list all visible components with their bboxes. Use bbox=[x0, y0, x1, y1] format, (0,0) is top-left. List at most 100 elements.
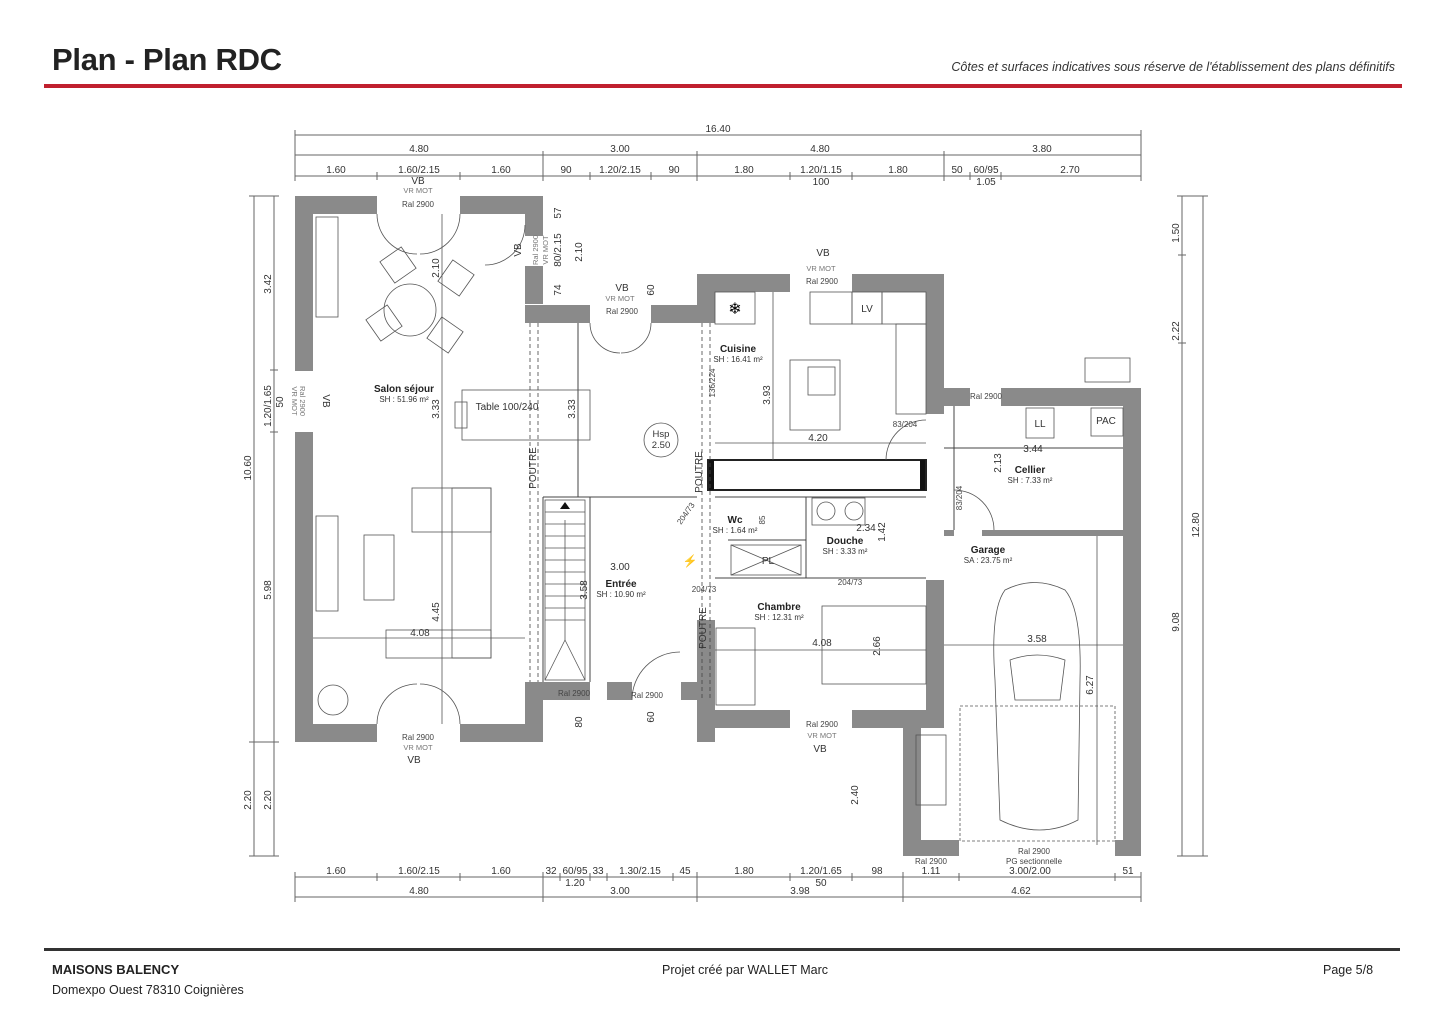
dim-left-inner: 50 bbox=[275, 396, 286, 408]
dim-salon: 4.45 bbox=[431, 602, 442, 622]
dim-top-l3: 90 bbox=[668, 165, 680, 176]
dim-garage: 6.27 bbox=[1085, 675, 1096, 695]
dim-total-width: 16.40 bbox=[705, 124, 730, 135]
dim-bottom-l1: 33 bbox=[592, 866, 604, 877]
dim-top-l3: 1.20/1.15 bbox=[800, 165, 842, 176]
ral-label: Ral 2900 bbox=[402, 200, 435, 209]
hsp-label: Hsp bbox=[653, 429, 670, 440]
dim-salon: 3.33 bbox=[567, 399, 578, 419]
room-chambre-name: Chambre bbox=[757, 602, 801, 613]
dim-top-l3: 2.70 bbox=[1060, 165, 1080, 176]
dim-57: 57 bbox=[553, 207, 564, 219]
top-dimensions bbox=[294, 130, 1142, 181]
dim-bottom-l1: 3.00/2.00 bbox=[1009, 866, 1051, 877]
dim-right-inner: 2.22 bbox=[1171, 321, 1182, 341]
electrical-panel-icon: ⚡ bbox=[683, 554, 698, 568]
dim-right-inner: 1.50 bbox=[1171, 223, 1182, 243]
room-garage-area: SA : 23.75 m² bbox=[964, 556, 1013, 565]
footer-company: MAISONS BALENCY bbox=[52, 962, 180, 977]
dining-table-label: Table 100/240 bbox=[476, 402, 539, 413]
footer-divider bbox=[44, 948, 1400, 951]
dim-chambre: 4.08 bbox=[812, 638, 832, 649]
room-salon-name: Salon séjour bbox=[374, 384, 434, 395]
dim-cuisine: 3.93 bbox=[762, 385, 773, 405]
dim-80: 80 bbox=[574, 716, 585, 728]
ral-label: Ral 2900 bbox=[631, 691, 664, 700]
dim-cuisine: 4.20 bbox=[808, 433, 828, 444]
room-garage-name: Garage bbox=[971, 545, 1006, 556]
dim-wc: 85 bbox=[758, 515, 767, 524]
window-type: VB bbox=[513, 243, 524, 257]
dim-bottom-l1: 98 bbox=[871, 866, 883, 877]
ral-label: Ral 2900 bbox=[915, 857, 948, 866]
window-type: VB bbox=[615, 283, 629, 294]
dim-left-inner: 3.42 bbox=[263, 274, 274, 294]
walls bbox=[295, 196, 1141, 856]
dim-top-l2: 4.80 bbox=[810, 144, 830, 155]
room-douche-area: SH : 3.33 m² bbox=[823, 547, 868, 556]
dim-74: 74 bbox=[553, 284, 564, 296]
footer-address: Domexpo Ouest 78310 Coignières bbox=[52, 983, 244, 997]
beam-label: POUTRE bbox=[528, 447, 539, 489]
window-type: VB bbox=[411, 176, 425, 187]
dim-garage: 3.58 bbox=[1027, 634, 1047, 645]
dim-bottom-l1: 1.80 bbox=[734, 866, 754, 877]
ceiling-height-marker bbox=[643, 422, 679, 458]
stair-arrow-icon bbox=[560, 502, 570, 509]
room-cellier-name: Cellier bbox=[1015, 465, 1046, 476]
dim-left-inner: 5.98 bbox=[263, 580, 274, 600]
ral-label: Ral 2900 bbox=[606, 307, 639, 316]
shutter-type: VR MOT bbox=[807, 731, 837, 740]
window-type: VB bbox=[407, 755, 421, 766]
dim-top-l3: 60/95 bbox=[973, 165, 998, 176]
dim-right-inner: 9.08 bbox=[1171, 612, 1182, 632]
door-cellier: 83/204 bbox=[955, 485, 964, 510]
staircase bbox=[544, 499, 586, 681]
placard-label: PL bbox=[762, 556, 775, 567]
room-entree-name: Entrée bbox=[605, 579, 637, 590]
room-wc-name: Wc bbox=[728, 515, 743, 526]
furniture bbox=[313, 213, 1131, 845]
dim-bottom-l1: 1.11 bbox=[922, 866, 941, 877]
right-dimensions bbox=[1177, 195, 1208, 857]
room-wc-area: SH : 1.64 m² bbox=[713, 526, 758, 535]
dim-bottom-l1: 1.20/1.65 bbox=[800, 866, 842, 877]
window-size: 80/2.15 bbox=[553, 233, 564, 267]
shutter-type: VR MOT bbox=[806, 264, 836, 273]
dim-salon: 4.08 bbox=[410, 628, 430, 639]
ral-label: Ral 2900 bbox=[558, 689, 591, 698]
dim-top-l3: 50 bbox=[951, 165, 963, 176]
dim-top-l2: 3.80 bbox=[1032, 144, 1052, 155]
dim-bottom-l1: 51 bbox=[1122, 866, 1134, 877]
dim-top-l2: 4.80 bbox=[409, 144, 429, 155]
dim-salon: 2.10 bbox=[431, 258, 442, 278]
garage-door-label: PG sectionnelle bbox=[1006, 857, 1063, 866]
room-salon-area: SH : 51.96 m² bbox=[379, 395, 429, 404]
door-douche: 204/73 bbox=[838, 578, 863, 587]
dim-salon: 3.33 bbox=[431, 399, 442, 419]
window-type: VB bbox=[813, 744, 827, 755]
shutter-type: VR MOT bbox=[403, 186, 433, 195]
room-cellier-area: SH : 7.33 m² bbox=[1008, 476, 1053, 485]
dim-douche: 2.34 bbox=[856, 523, 876, 534]
dim-cellier: 2.13 bbox=[993, 453, 1004, 473]
bottom-dimensions bbox=[294, 872, 1142, 902]
left-dimensions bbox=[249, 195, 279, 857]
beam-label: POUTRE bbox=[698, 607, 709, 649]
dim-bottom-l1: 1.60 bbox=[326, 866, 346, 877]
ral-label: Ral 2900 bbox=[1018, 847, 1051, 856]
cellier-ll: LL bbox=[1034, 419, 1046, 430]
ral-label: Ral 2900 bbox=[298, 386, 307, 416]
dim-top-l3: 1.80 bbox=[734, 165, 754, 176]
door-cuisine: 83/204 bbox=[893, 420, 918, 429]
dim-bottom-l1: 60/95 bbox=[562, 866, 587, 877]
dim-60: 60 bbox=[646, 284, 657, 296]
page-number: Page 5/8 bbox=[1323, 963, 1374, 977]
room-cuisine-name: Cuisine bbox=[720, 344, 757, 355]
dim-douche: 1.42 bbox=[877, 522, 888, 542]
ral-label: Ral 2900 bbox=[806, 720, 839, 729]
door-cuisine-2: 136/224 bbox=[708, 368, 717, 397]
ral-label: Ral 2900 bbox=[402, 733, 435, 742]
room-cuisine-area: SH : 16.41 m² bbox=[713, 355, 763, 364]
